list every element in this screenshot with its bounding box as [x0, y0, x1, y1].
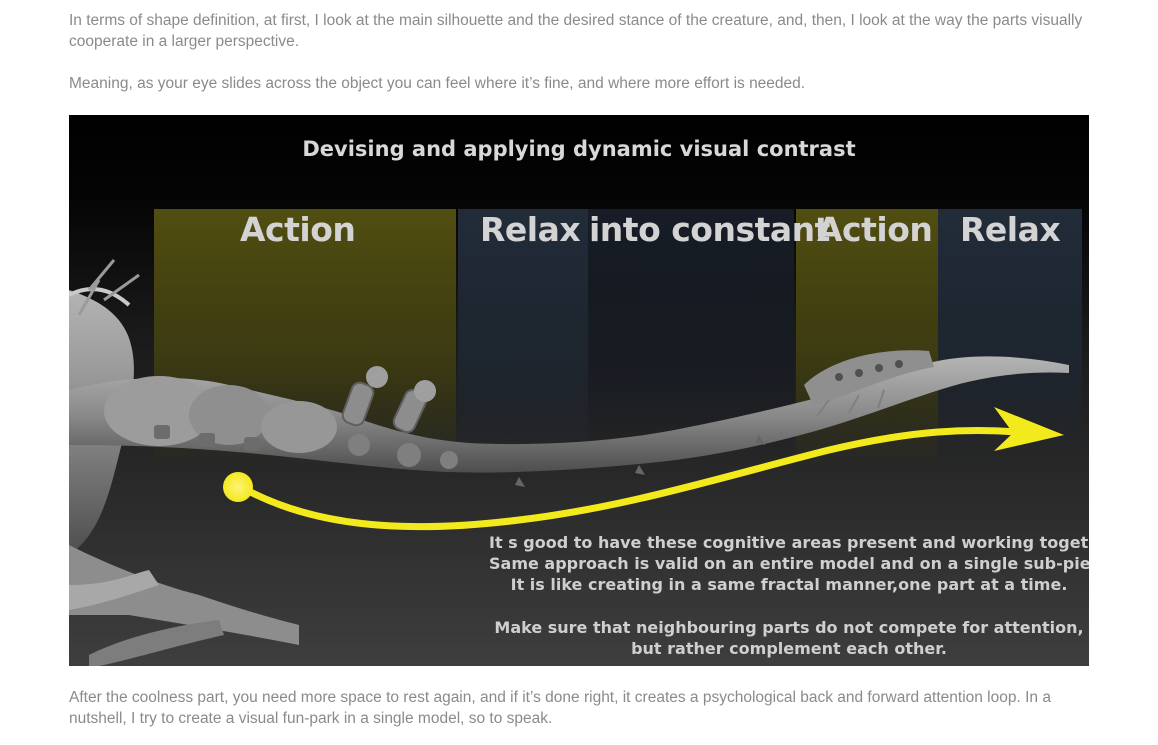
caption-line: It s good to have these cognitive areas … — [489, 533, 1089, 552]
relax-band — [458, 209, 588, 465]
band-label-constant: into constant — [589, 210, 830, 249]
band-label-relax: Relax — [960, 210, 1061, 249]
caption-line: Make sure that neighbouring parts do not… — [494, 618, 1084, 637]
caption-line: but rather complement each other. — [631, 639, 947, 658]
article-paragraph: In terms of shape definition, at first, … — [69, 12, 1083, 50]
creature-head-shape — [69, 259, 299, 666]
band-label-relax: Relax — [480, 210, 581, 249]
article-paragraph: Meaning, as your eye slides across the o… — [69, 75, 806, 92]
band-label-action: Action — [240, 210, 356, 249]
figure-caption-block: It s good to have these cognitive areas … — [489, 532, 1089, 595]
creature-sculpt-render — [69, 259, 1069, 666]
caption-line: It is like creating in a same fractal ma… — [510, 575, 1068, 594]
article-paragraph: After the coolness part, you need more s… — [69, 689, 1051, 727]
figure-title: Devising and applying dynamic visual con… — [302, 137, 856, 161]
figure-caption-block: Make sure that neighbouring parts do not… — [489, 617, 1089, 659]
caption-line: Same approach is valid on an entire mode… — [489, 554, 1089, 573]
creature-tail-shape — [69, 350, 1069, 487]
flow-arrow — [223, 407, 1064, 531]
article-figure: Devising and applying dynamic visual con… — [69, 115, 1089, 666]
band-label-action: Action — [817, 210, 933, 249]
